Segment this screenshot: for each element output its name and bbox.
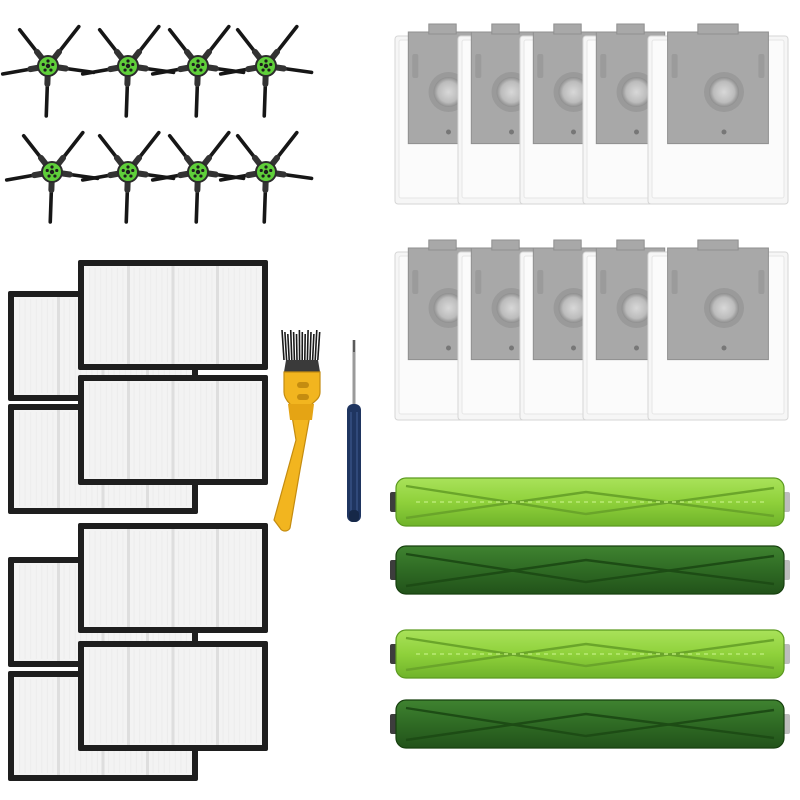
side-brush-icon (218, 130, 314, 224)
side-brush-icon (80, 24, 176, 118)
dust-bag-icon (647, 23, 789, 205)
hepa-filter-icon (78, 375, 268, 485)
hepa-filter-icon (78, 641, 268, 751)
rubber-roller-icon (390, 629, 790, 679)
hepa-filter-icon (78, 260, 268, 370)
dust-bag-icon (647, 239, 789, 421)
hepa-filter-group (8, 260, 268, 781)
screwdriver-icon (347, 340, 361, 522)
side-brush-icon (4, 130, 100, 224)
side-brush-group (0, 24, 314, 224)
rubber-roller-icon (390, 699, 790, 749)
side-brush-icon (218, 24, 314, 118)
side-brush-icon (80, 130, 176, 224)
dust-bag-group (394, 23, 789, 421)
roller-brush-group (390, 477, 790, 749)
tool-group (273, 329, 361, 532)
cleaning-brush-tool-icon (273, 329, 321, 532)
side-brush-icon (150, 130, 246, 224)
side-brush-icon (0, 24, 96, 118)
rubber-roller-icon (390, 477, 790, 527)
hepa-filter-icon (78, 523, 268, 633)
rubber-roller-icon (390, 545, 790, 595)
